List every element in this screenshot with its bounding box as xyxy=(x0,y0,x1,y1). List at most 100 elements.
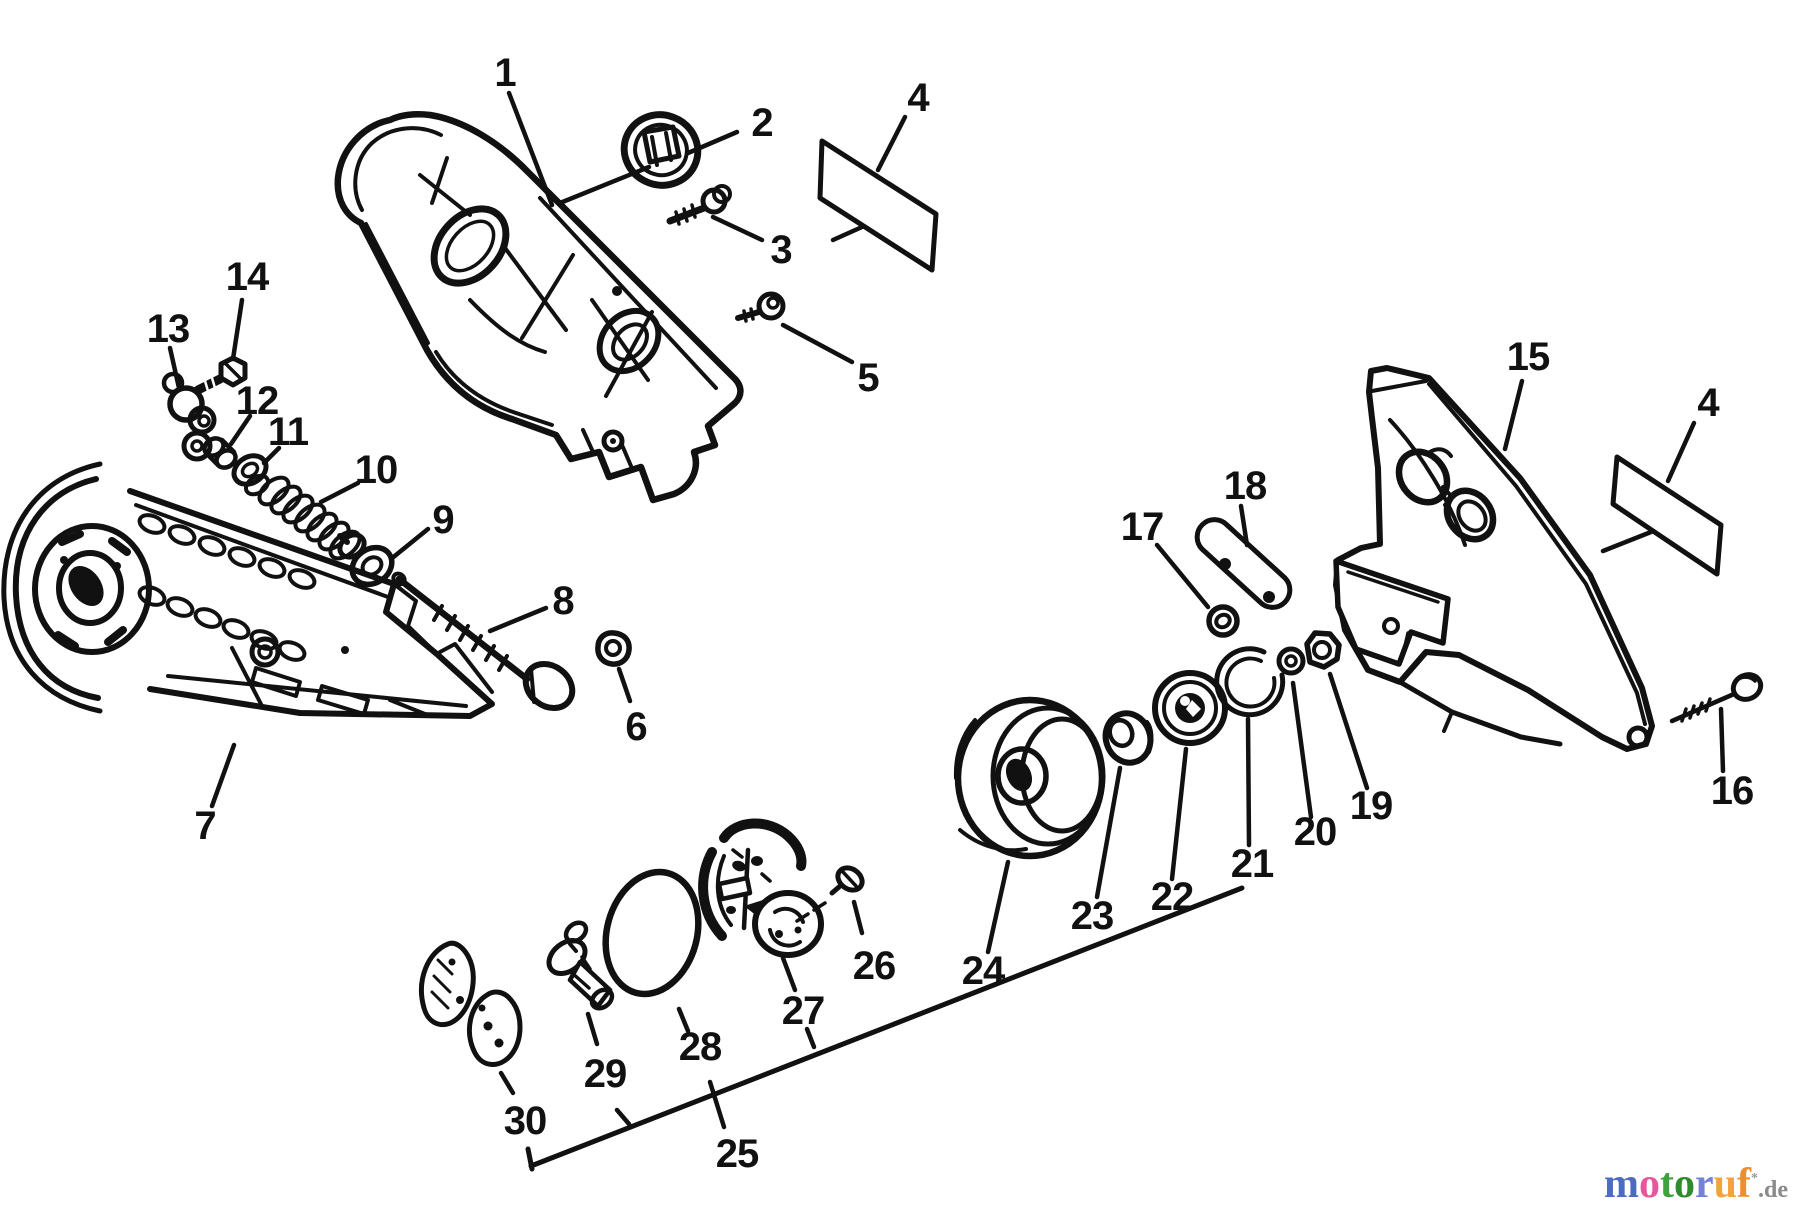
watermark-letter: o xyxy=(1673,1161,1695,1207)
leader-line-6 xyxy=(616,666,633,704)
callout-3: 3 xyxy=(770,228,791,272)
leader-line-29 xyxy=(585,1011,600,1047)
callout-7: 7 xyxy=(194,804,215,848)
leader-line-4-right xyxy=(1600,529,1654,554)
leader-line-27 xyxy=(780,955,798,993)
leader-line-24 xyxy=(985,859,1011,955)
callout-18: 18 xyxy=(1224,464,1267,508)
callout-27: 27 xyxy=(782,989,825,1033)
part-sketch-plates-30 xyxy=(419,940,523,1067)
part-sketch-brake-housing xyxy=(1,461,495,719)
leader-line-4-left xyxy=(830,224,865,243)
part-sketch-screw-5 xyxy=(735,291,786,323)
callout-19: 19 xyxy=(1350,784,1393,828)
callout-8: 8 xyxy=(552,579,574,623)
bracket-end-hook xyxy=(525,1146,535,1172)
part-sketch-ring-28 xyxy=(602,868,702,998)
leader-line-15 xyxy=(1502,378,1525,452)
watermark-letter: f xyxy=(1737,1161,1751,1207)
callout-11: 11 xyxy=(268,410,309,454)
watermark-domain-suffix: .de xyxy=(1758,1177,1788,1203)
callout-leader-lines xyxy=(167,90,1726,1130)
callout-2: 2 xyxy=(751,101,772,145)
callout-25: 25 xyxy=(716,1132,759,1176)
callout-22: 22 xyxy=(1151,875,1194,919)
leader-line-14 xyxy=(230,297,245,362)
callout-14: 14 xyxy=(226,255,270,299)
watermark-letter: o xyxy=(1638,1161,1660,1207)
leader-line-1 xyxy=(506,90,555,208)
leader-line-5 xyxy=(780,322,855,365)
leader-line-22 xyxy=(1169,746,1189,882)
callout-9: 9 xyxy=(432,498,453,542)
bracket-tick-1 xyxy=(804,1026,817,1050)
part-sketch-nut-17 xyxy=(1206,604,1240,638)
callout-29: 29 xyxy=(584,1052,627,1096)
watermark-letter: u xyxy=(1713,1161,1737,1207)
part-sketch-screw-26 xyxy=(795,865,865,923)
callout-4-left: 4 xyxy=(907,76,930,120)
callout-26: 26 xyxy=(853,944,896,988)
group-bracket-25 xyxy=(525,885,1245,1172)
callout-6: 6 xyxy=(625,705,646,749)
leader-line-4-right xyxy=(1665,420,1697,484)
part-sketch-cap xyxy=(620,111,702,189)
leader-line-25 xyxy=(707,1079,727,1130)
leader-line-10 xyxy=(318,480,361,505)
leader-line-28 xyxy=(676,1006,691,1034)
callout-24: 24 xyxy=(962,949,1006,993)
part-sketch-hardware-13 xyxy=(161,371,217,462)
leader-line-11 xyxy=(261,445,282,466)
leader-line-17 xyxy=(1154,542,1211,610)
callout-12: 12 xyxy=(236,379,279,423)
callout-21: 21 xyxy=(1231,842,1274,886)
callout-23: 23 xyxy=(1071,894,1114,938)
leader-line-30 xyxy=(498,1070,516,1096)
leader-line-23 xyxy=(1094,765,1123,900)
part-sketch-nut-6 xyxy=(595,630,632,667)
callout-30: 30 xyxy=(504,1099,547,1143)
callout-10: 10 xyxy=(355,448,398,492)
leader-line-4-left xyxy=(875,114,908,173)
part-sketch-clutch-shoes xyxy=(698,818,824,958)
leader-line-26 xyxy=(851,899,865,936)
part-sketch-clutch-drum xyxy=(953,696,1106,860)
callout-4-right: 4 xyxy=(1697,381,1720,425)
leader-line-18 xyxy=(1238,503,1250,548)
leader-line-21 xyxy=(1245,716,1252,848)
callout-labels: 1234567891011121314154161718192021222324… xyxy=(147,51,1755,1176)
callout-16: 16 xyxy=(1711,769,1754,813)
part-sketch-bar-plate-18 xyxy=(1194,517,1293,610)
motoruf-watermark: motoruf*.de xyxy=(1604,1163,1788,1205)
bracket-main-line xyxy=(528,885,1245,1169)
watermark-letter: t xyxy=(1659,1161,1674,1207)
watermark-registered-mark: * xyxy=(1751,1171,1758,1186)
part-sketch-bearing-22 xyxy=(1152,670,1228,746)
leader-line-9 xyxy=(388,526,431,562)
part-sketch-screw-3 xyxy=(666,184,732,226)
callout-17: 17 xyxy=(1121,505,1164,549)
watermark-letter: m xyxy=(1603,1161,1639,1207)
callout-28: 28 xyxy=(679,1025,722,1069)
part-sketch-outer-cover xyxy=(1333,365,1655,752)
leader-line-20 xyxy=(1290,680,1314,820)
part-sketch-bolt-14 xyxy=(193,355,248,395)
leader-line-2 xyxy=(685,129,740,156)
watermark-word: motoruf xyxy=(1604,1161,1751,1207)
leader-line-8 xyxy=(487,605,549,634)
leader-line-7 xyxy=(209,742,237,809)
part-sketch-washer-23 xyxy=(1102,710,1154,766)
callout-15: 15 xyxy=(1507,335,1550,379)
part-sketch-label-plate-right xyxy=(1610,454,1724,577)
part-sketch-inner-cover xyxy=(334,110,744,504)
part-sketch-screw-16 xyxy=(1669,672,1764,724)
callout-20: 20 xyxy=(1294,810,1337,854)
part-sketch-label-plate-left xyxy=(817,138,939,273)
bracket-tick-0 xyxy=(614,1107,632,1127)
part-sketch-nut-19 xyxy=(1304,630,1342,670)
leader-line-13 xyxy=(167,345,182,391)
leader-line-2 xyxy=(557,164,652,206)
watermark-letter: r xyxy=(1694,1161,1714,1207)
